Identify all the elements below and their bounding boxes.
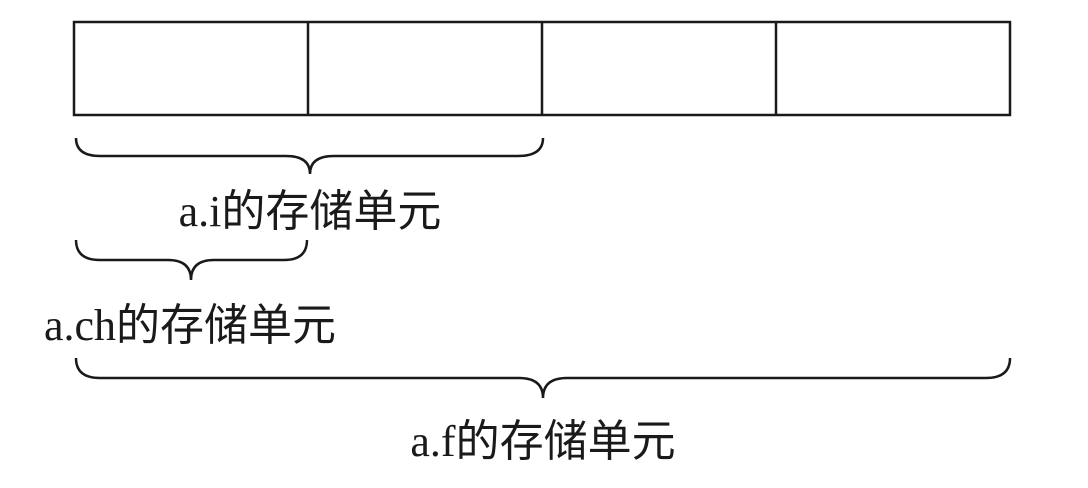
brace-a-f (74, 357, 1012, 399)
brace-a-ch (74, 239, 309, 281)
brace-a-i (74, 137, 545, 175)
label-a-i: a.i的存储单元 (178, 187, 442, 236)
label-a-ch: a.ch的存储单元 (43, 301, 337, 350)
label-a-f: a.f的存储单元 (410, 417, 676, 466)
